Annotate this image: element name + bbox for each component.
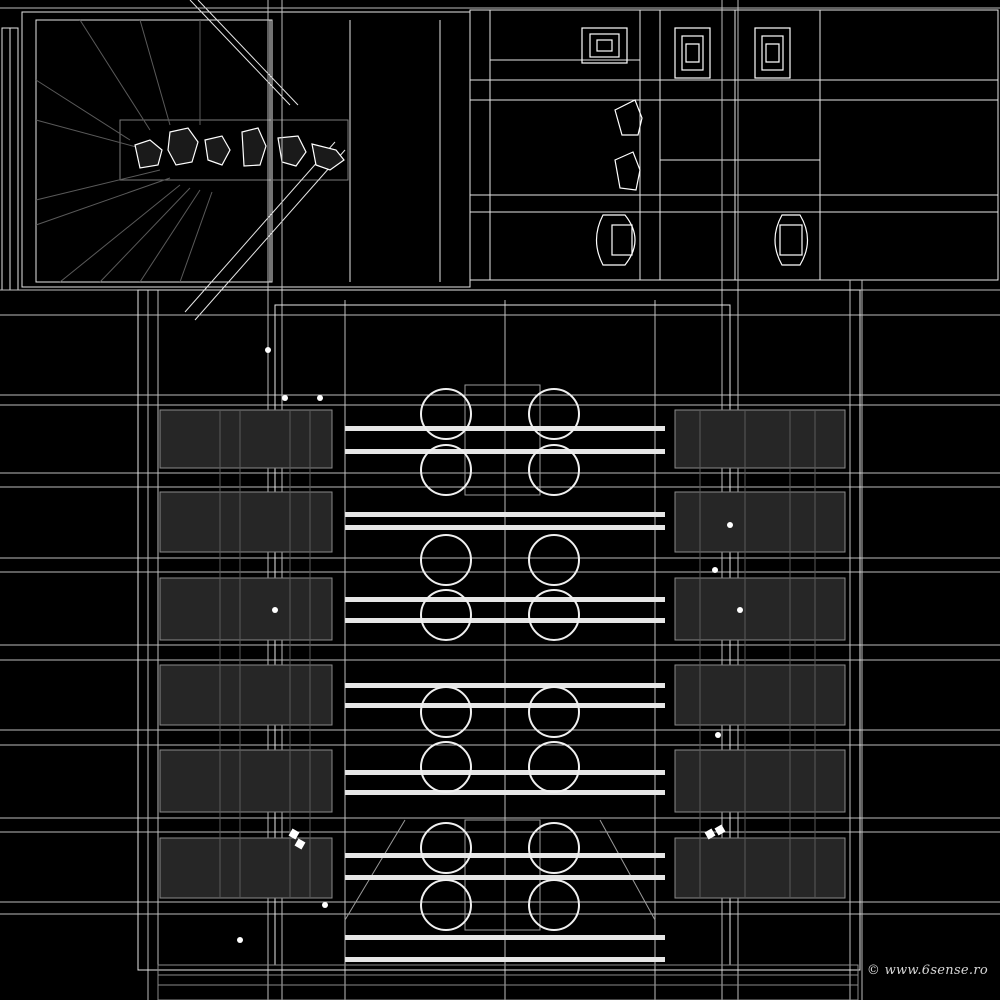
side-bay [159, 491, 333, 553]
stair-objects [134, 127, 345, 171]
bottom-strip [157, 964, 859, 1000]
stair-object-3 [204, 135, 231, 166]
watermark-text: © www.6sense.ro [866, 963, 988, 978]
table-bar [345, 790, 665, 795]
round-table [420, 444, 472, 496]
stair-object-2 [167, 127, 199, 166]
round-table [528, 686, 580, 738]
toilet-1 [674, 27, 711, 79]
washbasin-3 [614, 151, 641, 191]
stair-room [21, 0, 471, 321]
round-table [528, 822, 580, 874]
round-table [528, 589, 580, 641]
side-bays-left [159, 409, 333, 899]
column-markers [237, 347, 743, 943]
round-tables [420, 388, 580, 931]
toilet-3 [595, 214, 636, 266]
washbasin-2 [614, 99, 643, 136]
table-bar [345, 525, 665, 530]
round-table [528, 741, 580, 793]
round-table [528, 388, 580, 440]
round-table [420, 534, 472, 586]
side-bay [159, 409, 333, 469]
side-bay [674, 409, 846, 469]
stair-object-5 [277, 135, 307, 167]
side-bay [674, 837, 846, 899]
round-table [528, 444, 580, 496]
toilets [595, 27, 809, 266]
side-bay [159, 837, 333, 899]
round-table [420, 686, 472, 738]
table-bar [345, 512, 665, 517]
service-rooms [469, 9, 999, 281]
side-bay [674, 577, 846, 641]
side-bay [159, 577, 333, 641]
side-bay [674, 491, 846, 553]
table-bar [345, 875, 665, 880]
stair-object-4 [241, 127, 267, 167]
round-table [528, 534, 580, 586]
table-bar [345, 703, 665, 708]
side-bay [674, 749, 846, 813]
round-table [420, 388, 472, 440]
toilet-4 [774, 214, 809, 266]
round-table [420, 741, 472, 793]
table-bar [345, 449, 665, 454]
side-bays-right [674, 409, 846, 899]
round-table [420, 589, 472, 641]
side-bay [674, 664, 846, 726]
table-bar [345, 770, 665, 775]
table-bar [345, 426, 665, 431]
washbasin-1 [581, 27, 628, 64]
side-bay [159, 749, 333, 813]
table-bar [345, 618, 665, 623]
table-bar [345, 957, 665, 962]
table-bar [345, 853, 665, 858]
table-bar [345, 683, 665, 688]
table-bar [345, 935, 665, 940]
round-table [420, 879, 472, 931]
stair-object-1 [134, 139, 163, 169]
table-bar [345, 597, 665, 602]
stair-treads [35, 19, 213, 283]
washbasins [581, 27, 628, 64]
bay-grilles [219, 410, 816, 898]
stair-object-6 [311, 143, 345, 171]
toilet-2 [754, 27, 791, 79]
side-bay [159, 664, 333, 726]
long-tables [345, 426, 665, 962]
round-table [528, 879, 580, 931]
round-table [420, 822, 472, 874]
